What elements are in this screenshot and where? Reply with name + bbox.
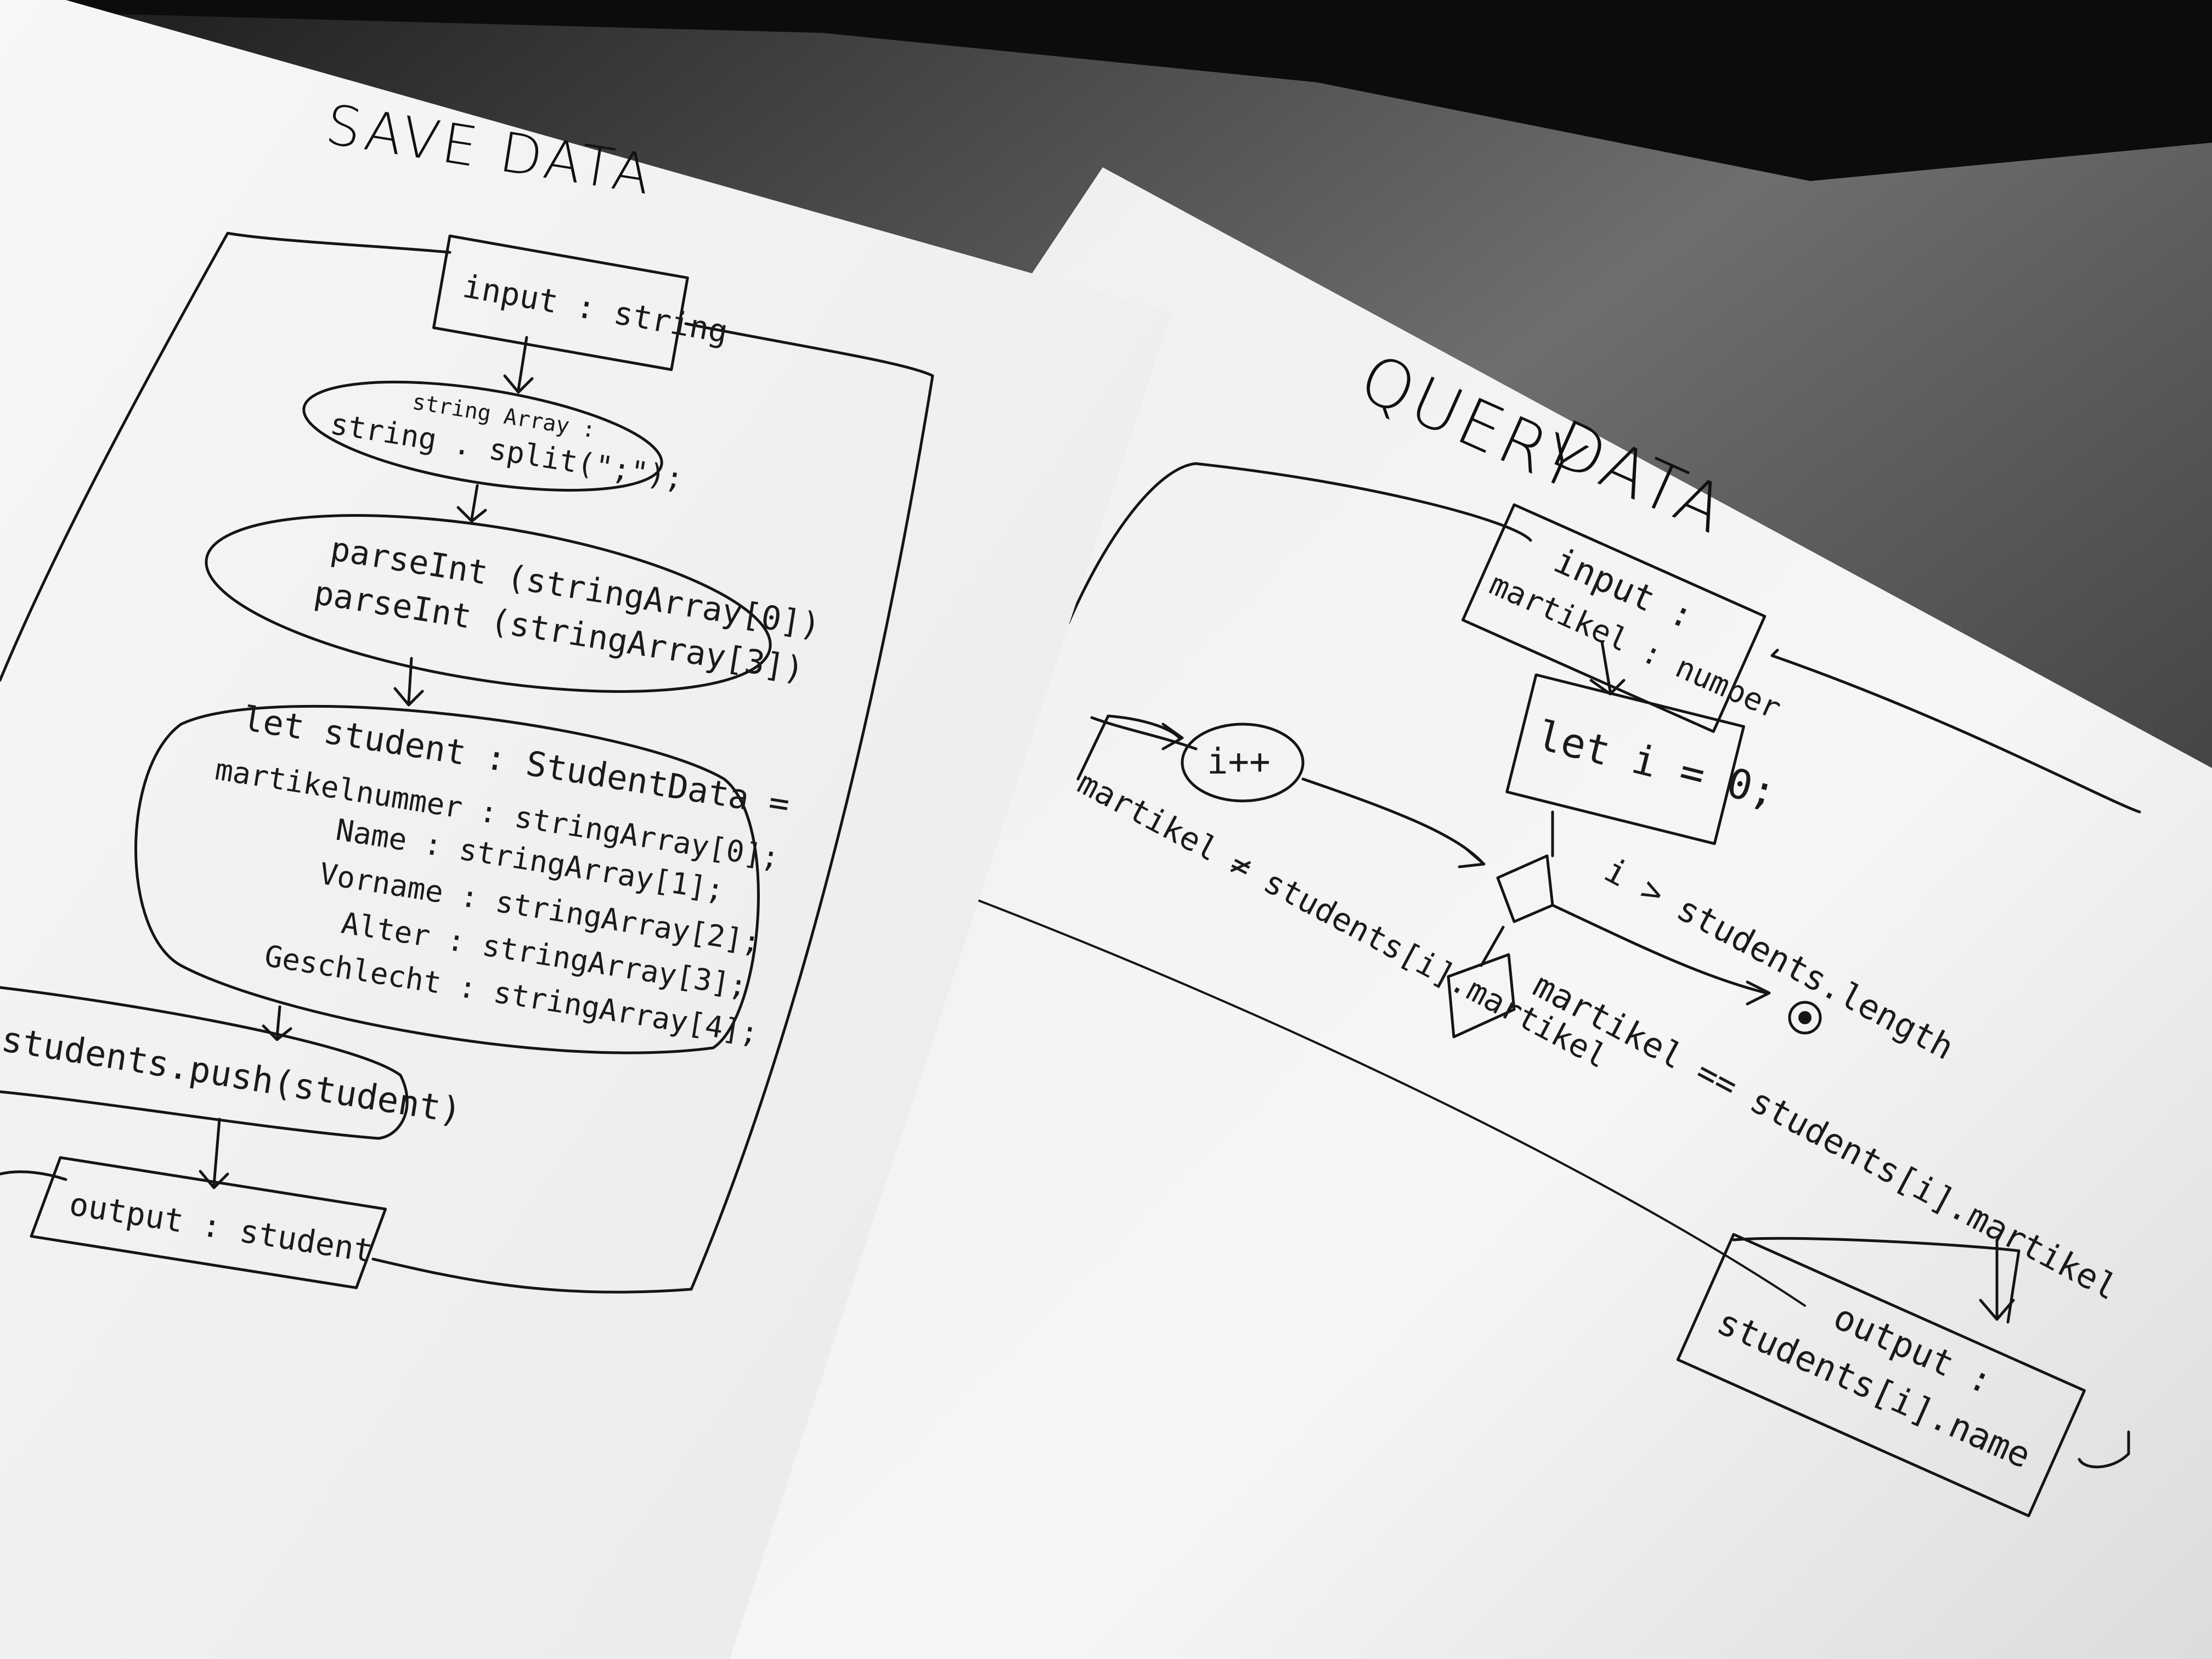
arrow-student-to-push (262, 1005, 292, 1041)
end-node-dot (1798, 1011, 1812, 1024)
arrow-increment-to-diamond (1301, 777, 1486, 868)
arrow-input-to-split (503, 336, 534, 394)
left-paper (0, 0, 1171, 1659)
query-increment-node: i++ (1181, 723, 1305, 803)
desk-dark-object (0, 0, 2212, 181)
save-data-sheet: SAVE DATA input : string string Array : … (0, 0, 1171, 1659)
save-frame (0, 232, 934, 1294)
page-crease (975, 899, 1806, 1307)
query-increment-label: i++ (1207, 742, 1271, 782)
query-data-sheet: QUERY DATA input : martikel : number let… (730, 167, 2212, 1659)
student-outline (134, 704, 760, 1054)
arrow-push-to-output (199, 1118, 229, 1189)
query-frame (1067, 462, 2141, 814)
end-node (1788, 1001, 1822, 1035)
push-outline (0, 986, 409, 1140)
arrow-diamonds (1480, 926, 1505, 967)
decision-diamond-lower (1447, 953, 1516, 1039)
arrow-split-to-parse (456, 484, 487, 523)
right-paper (730, 167, 2212, 1659)
arrow-parse-to-student (393, 657, 424, 707)
loop-back-arrow (1076, 714, 1184, 781)
arrow-to-end (1551, 904, 1771, 1006)
arrow-to-output (1979, 1238, 2015, 1321)
query-frame-bottom (1732, 1237, 2130, 1469)
